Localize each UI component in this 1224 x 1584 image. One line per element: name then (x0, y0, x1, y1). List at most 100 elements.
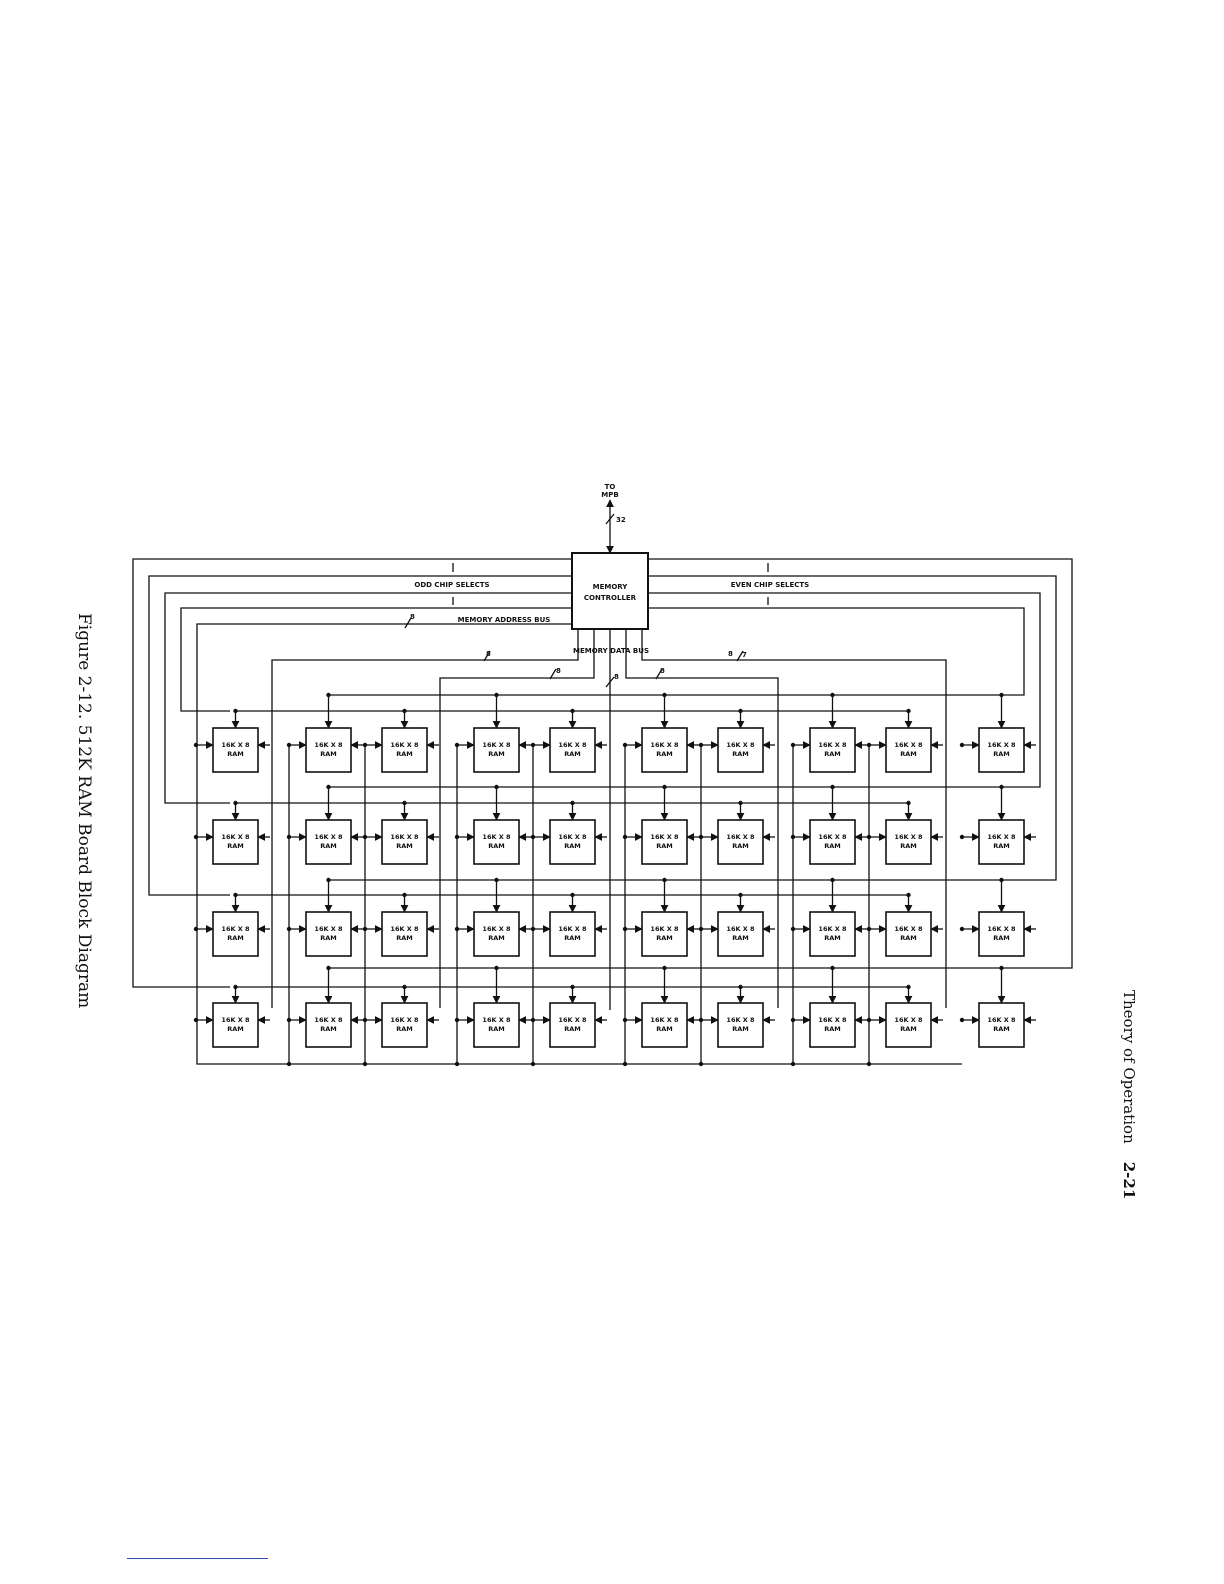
junction-dot (830, 692, 835, 698)
junction-dot (662, 965, 667, 971)
junction-dot (906, 708, 911, 714)
ram-chip-box (978, 819, 1025, 865)
junction-dot (570, 984, 575, 990)
junction-dot (454, 1061, 460, 1067)
ram-chip-type-label: RAM (900, 842, 917, 850)
ram-chip-type-label: RAM (824, 1025, 841, 1033)
ram-chip-size-label: 16K X 8 (221, 925, 250, 933)
ram-chip-box (717, 819, 764, 865)
junction-dot (530, 834, 536, 840)
junction-dot (233, 800, 238, 806)
junction-dot (622, 926, 628, 932)
junction-dot (233, 984, 238, 990)
junction-dot (790, 1061, 796, 1067)
junction-dot (530, 1061, 536, 1067)
ram-chip-type-label: RAM (564, 934, 581, 942)
ram-chip-box (809, 727, 856, 773)
data-bus-width-6: 7 (742, 651, 747, 659)
junction-dot (362, 1017, 368, 1023)
junction-dot (790, 1017, 796, 1023)
ram-chip-size-label: 16K X 8 (650, 833, 679, 841)
junction-dot (906, 892, 911, 898)
junction-dot (698, 1017, 704, 1023)
junction-dot (402, 800, 407, 806)
ram-chip-type-label: RAM (732, 842, 749, 850)
ram-chip-box (641, 911, 688, 957)
ram-chip-size-label: 16K X 8 (482, 741, 511, 749)
ram-chip-box (809, 819, 856, 865)
junction-dot (738, 892, 743, 898)
junction-dot (830, 784, 835, 790)
odd-chip-selects-label: ODD CHIP SELECTS (414, 581, 489, 589)
mpb-label: MPB (601, 491, 618, 499)
junction-dot (999, 877, 1004, 883)
junction-dot (286, 1061, 292, 1067)
ram-chip-box (717, 727, 764, 773)
ram-chip-size-label: 16K X 8 (818, 925, 847, 933)
ram-chip-size-label: 16K X 8 (314, 925, 343, 933)
junction-dot (570, 892, 575, 898)
ram-chip-box (641, 819, 688, 865)
data-bus-width-5: 8 (728, 650, 733, 658)
junction-dot (866, 926, 872, 932)
ram-chip-box (381, 1002, 428, 1048)
mpb-bus-width: 32 (616, 516, 626, 524)
data-bus-width-2: 8 (556, 667, 561, 675)
junction-dot (830, 877, 835, 883)
section-title: Theory of Operation (1120, 990, 1138, 1144)
ram-chip-box (305, 911, 352, 957)
junction-dot (454, 834, 460, 840)
footer-rule (127, 1558, 268, 1559)
junction-dot (622, 742, 628, 748)
ram-chip-box (885, 911, 932, 957)
ram-chip-box (885, 819, 932, 865)
data-bus-width-3: 8 (614, 673, 619, 681)
ram-chip-type-label: RAM (396, 750, 413, 758)
ram-chip-type-label: RAM (488, 934, 505, 942)
junction-dot (866, 1061, 872, 1067)
junction-dot (494, 692, 499, 698)
junction-dot (738, 984, 743, 990)
junction-dot (999, 692, 1004, 698)
ram-chip-type-label: RAM (732, 934, 749, 942)
ram-chip-box (549, 911, 596, 957)
ram-chip-type-label: RAM (564, 842, 581, 850)
ram-chip-box (717, 911, 764, 957)
junction-dot (738, 800, 743, 806)
junction-dot (570, 800, 575, 806)
junction-dot (570, 708, 575, 714)
junction-dot (402, 984, 407, 990)
junction-dot (233, 892, 238, 898)
junction-dot (326, 784, 331, 790)
ram-chip-type-label: RAM (656, 750, 673, 758)
junction-dot (999, 784, 1004, 790)
junction-dot (193, 1017, 199, 1023)
ram-chip-size-label: 16K X 8 (558, 741, 587, 749)
ram-chip-type-label: RAM (564, 750, 581, 758)
ram-chip-size-label: 16K X 8 (390, 833, 419, 841)
junction-dot (326, 692, 331, 698)
ram-chip-type-label: RAM (824, 750, 841, 758)
ram-chip-type-label: RAM (320, 842, 337, 850)
junction-dot (662, 877, 667, 883)
junction-dot (698, 926, 704, 932)
junction-dot (494, 784, 499, 790)
ram-chip-type-label: RAM (656, 934, 673, 942)
ram-chip-type-label: RAM (993, 934, 1010, 942)
ram-chip-type-label: RAM (396, 934, 413, 942)
junction-dot (866, 1017, 872, 1023)
